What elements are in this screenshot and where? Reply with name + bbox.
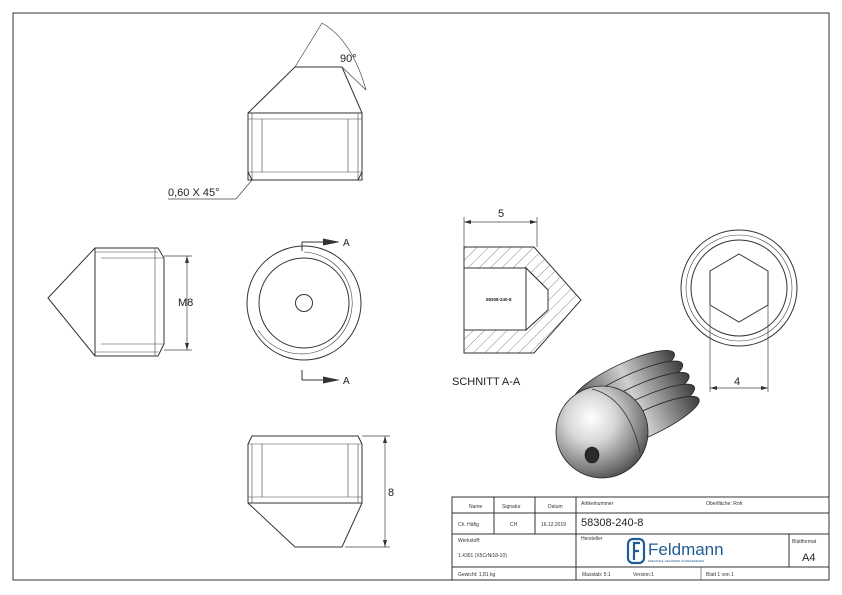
top-view: 90° 0,60 X 45°	[168, 22, 367, 200]
chamfer-label: 0,60 X 45°	[168, 187, 220, 199]
date-value: 16.12.2019	[541, 522, 566, 528]
col-signature-label: Signatur	[502, 504, 521, 510]
signature-value: CH	[510, 522, 518, 528]
title-block: Name Signatur Datum Ch. Häfig CH 16.12.2…	[451, 496, 830, 581]
col-date-label: Datum	[548, 504, 563, 510]
section-marker-bottom: A	[343, 376, 350, 387]
manufacturer-label: Hersteller	[581, 536, 603, 542]
name-value: Ch. Häfig	[458, 522, 479, 528]
angle-label: 90°	[340, 53, 357, 65]
brand-name: Feldmann	[648, 540, 724, 559]
col-name-label: Name	[469, 504, 483, 510]
section-view: 58308-240-8 5 SCHNITT A-A	[452, 208, 582, 388]
article-label: Artikelnummer	[581, 501, 614, 507]
material-value: 1.4301 (X5CrNi18-10)	[458, 553, 507, 559]
surface-label: Oberfläche: Roh	[706, 501, 743, 507]
section-engraving: 58308-240-8	[486, 297, 512, 302]
sheet-border	[12, 12, 830, 581]
sheet-value: Blatt 1 von 1	[706, 572, 734, 578]
weight-value: Gewicht: 1,81 kg	[458, 572, 495, 578]
section-caption: SCHNITT A-A	[452, 376, 521, 388]
format-value: A4	[802, 552, 815, 564]
material-label: Werkstoff:	[458, 538, 480, 544]
section-marker-top: A	[343, 238, 350, 249]
hex-view: 4	[680, 229, 798, 392]
front-view: A A	[246, 238, 362, 387]
render-3d	[555, 350, 700, 479]
feldmann-logo: Feldmann EDELSTAHL GELÄNDER SCHMIEDEEISE…	[626, 537, 724, 565]
bottom-view: 8	[247, 435, 394, 548]
length-label: 8	[388, 487, 394, 499]
article-number: 58308-240-8	[581, 517, 643, 529]
scale-value: Masstab: 5:1	[582, 572, 611, 578]
version-value: Version:1	[633, 572, 654, 578]
hex-width-label: 4	[734, 376, 740, 388]
left-view: M8	[47, 247, 193, 357]
format-label: Blattformat	[792, 539, 817, 545]
brand-tagline: EDELSTAHL GELÄNDER SCHMIEDEEISEN	[648, 559, 704, 563]
thread-label: M8	[178, 297, 193, 309]
section-width-label: 5	[498, 208, 504, 220]
